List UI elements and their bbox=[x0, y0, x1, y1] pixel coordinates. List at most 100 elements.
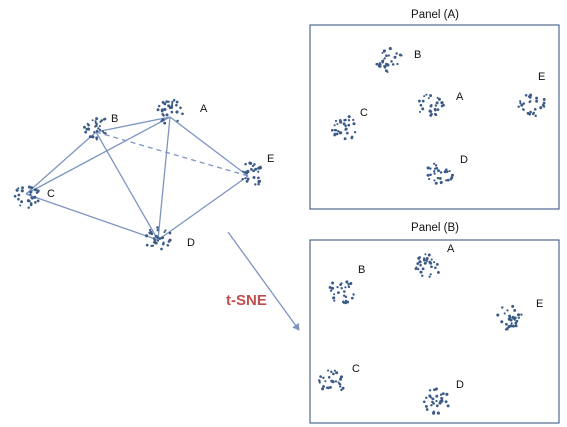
panel-a-cluster-a-points-dot bbox=[429, 94, 433, 98]
panel-b-cluster-e-points-dot bbox=[509, 324, 513, 328]
panel-b-cluster-a-points-dot bbox=[425, 259, 429, 263]
cluster-b-points-dot bbox=[86, 127, 91, 131]
panel-a-cluster-d-points-dot bbox=[435, 166, 439, 170]
cluster-a-points-dot bbox=[165, 113, 169, 117]
panel-a-cluster-b-label: B bbox=[414, 49, 421, 61]
panel-a-cluster-e-points-dot bbox=[522, 102, 525, 105]
panel-a-cluster-e-points-dot bbox=[520, 103, 524, 107]
panel-a-cluster-c-points-dot bbox=[347, 123, 351, 127]
panel-b-cluster-a-points-dot bbox=[421, 267, 425, 271]
panel-a-cluster-b-points-dot bbox=[381, 61, 384, 64]
panel-b-cluster-b-points-dot bbox=[352, 293, 355, 296]
panel-a-cluster-c-points-dot bbox=[334, 119, 338, 123]
panel-b-cluster-e-points-dot bbox=[511, 304, 515, 308]
panel-a-cluster-b-points-dot bbox=[386, 71, 389, 73]
cluster-d-points-dot bbox=[156, 229, 159, 232]
cluster-b-points-dot bbox=[97, 127, 100, 130]
cluster-b-points-dot bbox=[95, 117, 99, 121]
cluster-b-points-dot bbox=[100, 119, 103, 122]
cluster-e-points-dot bbox=[244, 162, 247, 166]
panel-a-cluster-c: C bbox=[330, 107, 368, 141]
cluster-b-points-dot bbox=[104, 131, 107, 135]
panel-a-cluster-e-points-dot bbox=[532, 111, 536, 114]
panel-b-cluster-e-points-dot bbox=[505, 327, 509, 331]
panel-a-cluster-e-points-dot bbox=[522, 108, 525, 111]
panel-b-cluster-c-points-dot bbox=[334, 380, 338, 383]
panel-a-cluster-d-points-dot bbox=[433, 172, 436, 175]
panel-b-cluster-a-points-dot bbox=[429, 261, 433, 265]
panel-b-cluster-e-points-dot bbox=[503, 312, 506, 315]
panel-a-cluster-c-points-dot bbox=[333, 124, 336, 127]
cluster-e-points-dot bbox=[257, 182, 260, 186]
cluster-c-points-dot bbox=[29, 190, 33, 194]
panel-a-cluster-e-label: E bbox=[538, 71, 545, 83]
panel-b-cluster-e-points-dot bbox=[505, 322, 508, 326]
panel-a-cluster-d-points-dot bbox=[433, 179, 436, 182]
cluster-b-points-dot bbox=[91, 119, 94, 122]
panel-b-cluster-a-points-dot bbox=[434, 266, 437, 269]
cluster-e-points-dot bbox=[251, 164, 255, 168]
cluster-d-points-dot bbox=[162, 241, 165, 244]
panel-a-cluster-c-points-dot bbox=[338, 118, 342, 122]
panel-a-cluster-d-points-dot bbox=[439, 181, 443, 185]
cluster-a-points-dot bbox=[181, 112, 184, 116]
panel-a-cluster-e-points-dot bbox=[529, 110, 532, 113]
panel-a-cluster-b-points-dot bbox=[393, 55, 397, 59]
panel-b-cluster-d-points-dot bbox=[425, 408, 429, 411]
panel-b-title: Panel (B) bbox=[411, 222, 459, 234]
cluster-e-points-dot bbox=[253, 163, 256, 166]
panel-b-cluster-b-label: B bbox=[358, 264, 365, 276]
cluster-c-points-dot bbox=[17, 187, 20, 190]
cluster-d-label: D bbox=[187, 237, 195, 249]
panel-a-cluster-c-points-dot bbox=[345, 131, 349, 135]
edge-b-d bbox=[95, 131, 159, 241]
panel-b-cluster-c-points bbox=[318, 369, 345, 392]
panel-a-cluster-c-points-dot bbox=[352, 118, 355, 122]
panel-a-cluster-e-points-dot bbox=[519, 100, 522, 103]
cluster-b-points-dot bbox=[86, 122, 89, 125]
panel-b-cluster-d-points-dot bbox=[446, 404, 450, 408]
panel-a-cluster-b-points-dot bbox=[383, 57, 386, 60]
panel-a-cluster-d-points-dot bbox=[449, 178, 453, 181]
cluster-d-points-dot bbox=[156, 239, 160, 242]
cluster-d-points-dot bbox=[156, 226, 159, 229]
cluster-d-points bbox=[145, 226, 172, 251]
edge-a-c bbox=[25, 116, 171, 195]
panel-a-cluster-d-points-dot bbox=[434, 181, 438, 185]
panel-a-cluster-d-points-dot bbox=[428, 178, 431, 181]
panel-b-frame bbox=[309, 239, 560, 424]
panel-a-cluster-e-points-dot bbox=[535, 96, 539, 100]
panel-a-cluster-d-points-dot bbox=[439, 171, 443, 174]
panel-a-frame bbox=[309, 24, 560, 210]
panel-b-cluster-b: B bbox=[328, 264, 365, 305]
panel-b-cluster-d: D bbox=[422, 379, 464, 415]
panel-b-cluster-c-points-dot bbox=[335, 371, 338, 374]
cluster-b-points-dot bbox=[84, 130, 88, 134]
cluster-a-points-dot bbox=[172, 98, 176, 102]
panel-a-cluster-c-points-dot bbox=[344, 118, 347, 122]
cluster-b-points-dot bbox=[91, 135, 95, 139]
cluster-a-label: A bbox=[200, 103, 208, 115]
arrow-line bbox=[227, 231, 300, 331]
cluster-a-points-dot bbox=[156, 108, 160, 112]
cluster-e-points-dot bbox=[252, 176, 256, 179]
cluster-c-points-dot bbox=[21, 186, 24, 190]
panel-b-cluster-b-points-dot bbox=[333, 293, 336, 296]
panel-a-cluster-a-points-dot bbox=[427, 97, 430, 100]
cluster-d-points-dot bbox=[145, 243, 149, 247]
panel-b-cluster-e-points-dot bbox=[515, 324, 518, 328]
panel-a-cluster-e: E bbox=[517, 71, 546, 118]
panel-a-cluster-d-points-dot bbox=[445, 179, 448, 182]
cluster-a-points bbox=[156, 98, 184, 125]
edge-b-e bbox=[95, 131, 249, 177]
panel-b-cluster-e-points-dot bbox=[496, 313, 500, 317]
cluster-c-points-dot bbox=[20, 200, 24, 204]
panel-b: Panel (B) A B C D E bbox=[309, 222, 560, 424]
cluster-e-points-dot bbox=[252, 169, 255, 173]
panel-a-cluster-c-points bbox=[330, 115, 357, 141]
cluster-b-points-dot bbox=[99, 128, 102, 131]
panel-a-cluster-c-points-dot bbox=[342, 122, 346, 126]
cluster-c-points-dot bbox=[19, 204, 22, 207]
cluster-b: B bbox=[83, 113, 118, 141]
cluster-c-points-dot bbox=[36, 189, 40, 193]
